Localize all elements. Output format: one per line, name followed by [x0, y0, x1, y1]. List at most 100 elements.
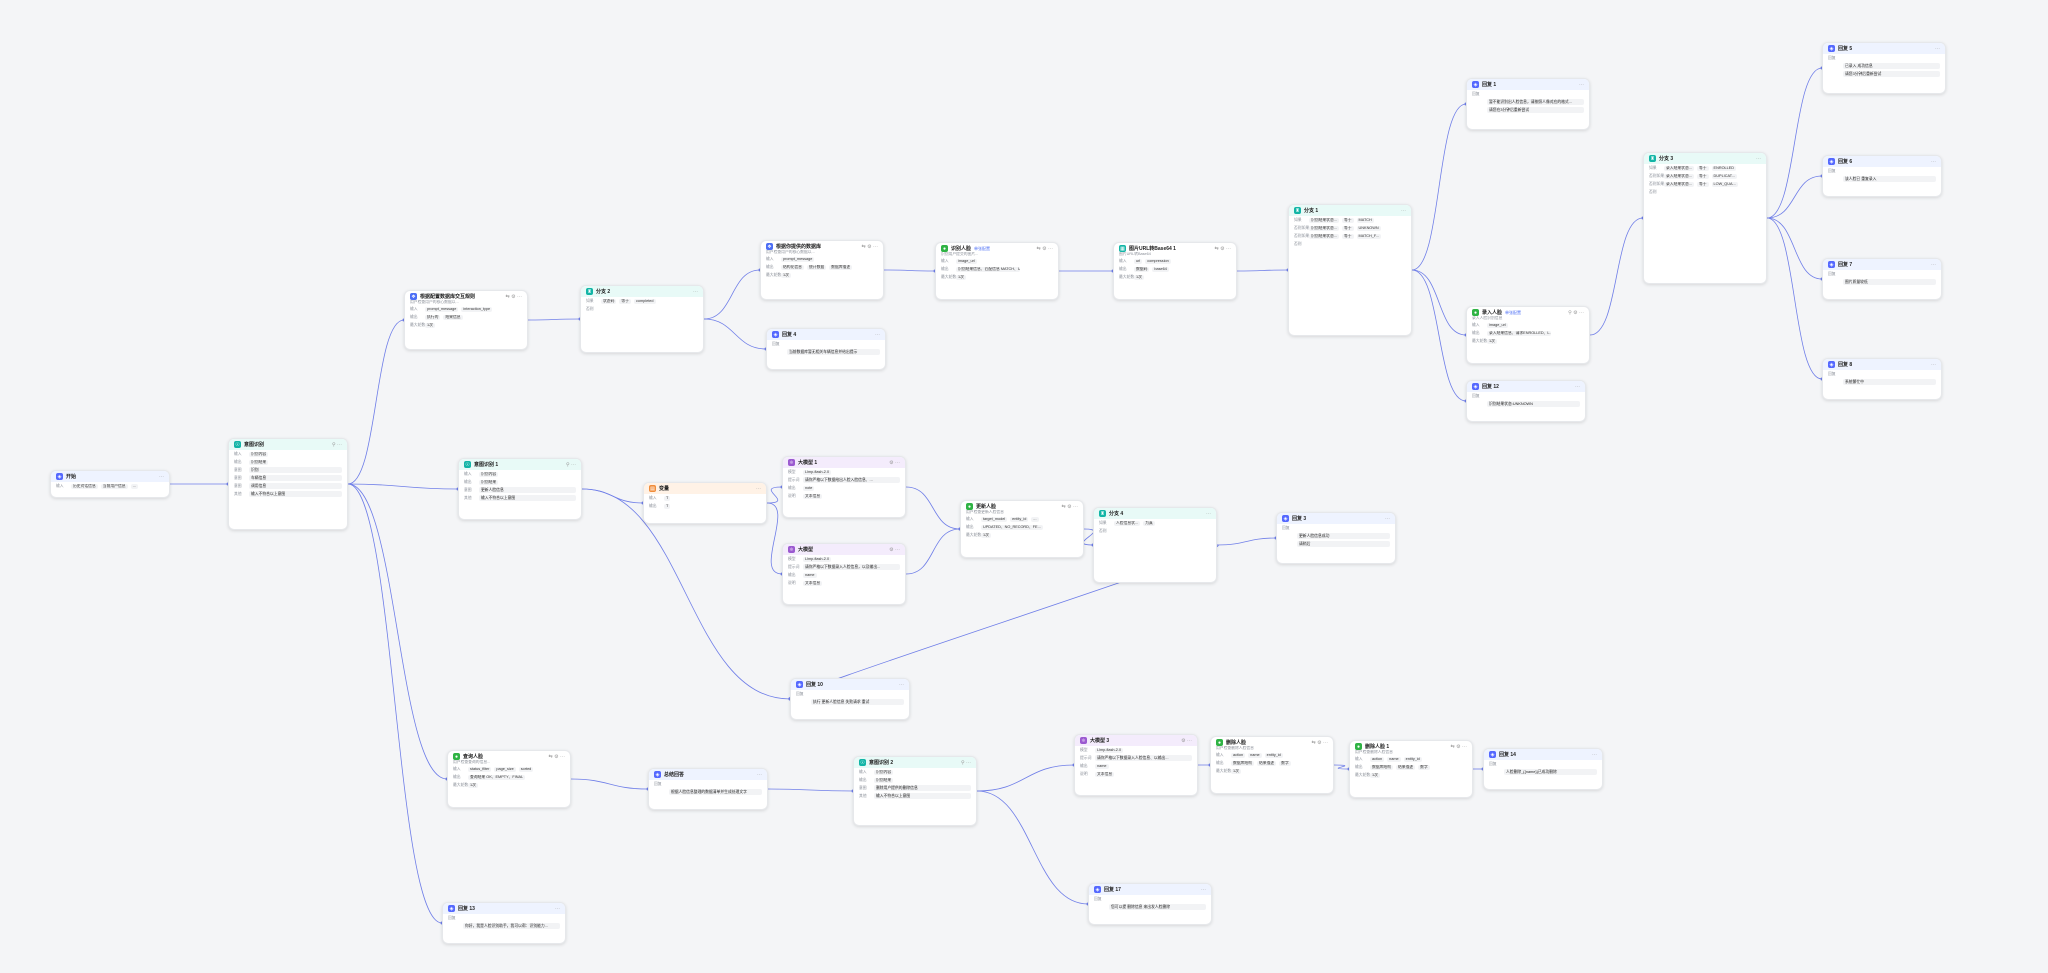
node-type-icon: ◈ [1828, 261, 1835, 268]
row-label: 输出 [941, 266, 949, 271]
config-link[interactable]: 单张配置 [1505, 309, 1522, 315]
node-row: 输出识别结果 [459, 478, 581, 486]
more-icon[interactable]: ⋯ [1201, 886, 1206, 893]
row-label: 最大轮数 [410, 322, 426, 327]
row-value: 请你严格以下数据录入人脸信息，以及输出... [803, 564, 900, 570]
node-menu-icon[interactable]: ⇆ ⚙ ⋯ [548, 753, 565, 760]
node-reply12[interactable]: ◈回复 12⋯回复识别结果状态:UNKNOWN [1466, 380, 1586, 422]
node-menu-icon[interactable]: ⇆ ⚙ ⋯ [1214, 245, 1231, 252]
node-intent2[interactable]: ☉意图识别 1⚲ ⋯输入识别内容输出识别结果意图更新人脸信息其他输入不符合以上意… [458, 458, 582, 520]
node-menu-icon[interactable]: ⇆ ⚙ ⋯ [1036, 245, 1053, 252]
node-branch4[interactable]: ♜分支 4⋯如果人脸信息状...为真否则 [1093, 507, 1217, 583]
node-menu-icon[interactable]: ⚲ ⋯ [331, 441, 342, 448]
row-value: 识别 [249, 467, 342, 473]
node-reply4[interactable]: ◈回复 4⋯回复当前数据库暂无相关车辆信息并给出提示 [766, 328, 886, 370]
more-icon[interactable]: ⋯ [1935, 45, 1940, 52]
more-icon[interactable]: ⋯ [899, 681, 904, 688]
node-menu-icon[interactable]: ⇆ ⚙ ⋯ [1061, 503, 1078, 510]
row-tag: 查询结果 OK、EMPTY、FINAL [468, 774, 526, 780]
more-icon[interactable]: ⋯ [159, 473, 164, 480]
more-icon[interactable]: ⋯ [1575, 383, 1580, 390]
more-icon[interactable]: ⋯ [1206, 510, 1211, 517]
config-link[interactable]: 单张配置 [974, 245, 991, 251]
node-reply8[interactable]: ◈回复 8⋯回复系统繁忙中 [1822, 358, 1942, 400]
more-icon[interactable]: ⋯ [875, 331, 880, 338]
row-label: 其他 [234, 491, 242, 496]
node-header: ⚛大模型 1⚙ ⋯ [783, 457, 905, 468]
row-value: 暂不能识别出人脸信息，请按照人像对应的格式... [1487, 99, 1584, 105]
node-menu-icon[interactable]: ⚲ ⋯ [565, 461, 576, 468]
row-value: 你好，我是人脸识别助手，我可以帮：识别能力... [463, 923, 560, 929]
node-menu-icon[interactable]: ⚙ ⋯ [1181, 737, 1192, 744]
node-reply7[interactable]: ◈回复 7⋯回复图片质量较低 [1822, 258, 1942, 300]
node-menu-icon[interactable]: ⇆ ⚙ ⋯ [505, 293, 522, 300]
more-icon[interactable]: ⋯ [1401, 207, 1406, 214]
node-reply17[interactable]: ◈回复 17⋯回复您可以提 删除信息 来出发人脸删除 [1088, 883, 1212, 925]
node-menu-icon[interactable]: ⚲ ⋯ [960, 759, 971, 766]
node-menu-icon[interactable]: ⇆ ⚙ ⋯ [1450, 743, 1467, 750]
node-menu-icon[interactable]: ⚙ ⋯ [889, 459, 900, 466]
row-tag: 识别结果 [874, 777, 894, 783]
row-label: 输出 [859, 777, 867, 782]
more-icon[interactable]: ⋯ [555, 905, 560, 912]
node-title: 根据配置数据库交互规则 [420, 294, 476, 300]
node-menu-icon[interactable]: ⚙ ⋯ [889, 546, 900, 553]
node-reply14[interactable]: ◈回复 14⋯回复人脸删除_{{name}}已成功删除 [1483, 748, 1603, 790]
node-reply3[interactable]: ◈回复 3⋯回复更新人脸信息成功请稍后 [1276, 512, 1396, 564]
node-reply6[interactable]: ◈回复 6⋯回复该人脸已 重复录入 [1822, 155, 1942, 197]
node-row: 其他输入不符合以上意图 [459, 494, 581, 502]
row-value: 根据人脸信息整理的数据清单并生成处理文字 [669, 789, 762, 795]
node-type-icon: ◈ [796, 681, 803, 688]
more-icon[interactable]: ⋯ [1592, 751, 1597, 758]
more-icon[interactable]: ⋯ [1931, 158, 1936, 165]
more-icon[interactable]: ⋯ [1756, 155, 1761, 162]
node-menu-icon[interactable]: ⇆ ⚙ ⋯ [1311, 739, 1328, 746]
node-menu-icon[interactable]: ⚲ ⚙ ⋯ [1568, 309, 1584, 316]
more-icon[interactable]: ⋯ [1931, 261, 1936, 268]
node-intent3[interactable]: ☉意图识别 2⚲ ⋯输入识别内容输出识别结果意图删除用户提供的删除信息其他输入不… [853, 756, 977, 826]
more-icon[interactable]: ⋯ [1385, 515, 1390, 522]
more-icon[interactable]: ⋯ [757, 771, 762, 778]
row-tag: ... [1031, 516, 1039, 522]
node-description: 图片URL转Base64 [1119, 252, 1151, 256]
row-value: 更新人脸信息 [479, 487, 576, 493]
node-reply10[interactable]: ◈回复 10⋯回复执行 更新人脸信息 失败请求 重试 [790, 678, 910, 720]
node-reply13[interactable]: ◈回复 13⋯回复你好，我是人脸识别助手，我可以帮：识别能力... [442, 902, 566, 944]
node-start[interactable]: ◈开始⋯输入历史对话信息当前用户信息... [50, 470, 170, 498]
more-icon[interactable]: ⋯ [756, 485, 761, 492]
node-menu-icon[interactable]: ⇆ ⚙ ⋯ [861, 243, 878, 250]
more-icon[interactable]: ⋯ [1931, 361, 1936, 368]
node-row: 回复 [1089, 895, 1211, 903]
node-reply1[interactable]: ◈回复 1⋯回复暂不能识别出人脸信息，请按照人像对应的格式...请您在3分钟后重… [1466, 78, 1590, 130]
row-value: 请您3分钟后重新尝试 [1843, 71, 1940, 77]
node-intent1[interactable]: ☉意图识别⚲ ⋯输入识别内容输出识别结果意图识别意图车辆信息意图调用信息其他输入… [228, 438, 348, 530]
node-row: 说明文本信息 [1075, 770, 1197, 778]
row-tag: 执行的 [425, 314, 441, 320]
node-row: 回复 [791, 690, 909, 698]
node-reply5[interactable]: ◈回复 5⋯回复已录入 成功信息请您3分钟后重新尝试 [1822, 42, 1946, 94]
more-icon[interactable]: ⋯ [1579, 81, 1584, 88]
node-summary[interactable]: ◈总结回答⋯回复根据人脸信息整理的数据清单并生成处理文字 [648, 768, 768, 810]
row-tag: 等于 [1696, 165, 1709, 171]
row-tag: ... [130, 483, 138, 489]
more-icon[interactable]: ⋯ [693, 288, 698, 295]
